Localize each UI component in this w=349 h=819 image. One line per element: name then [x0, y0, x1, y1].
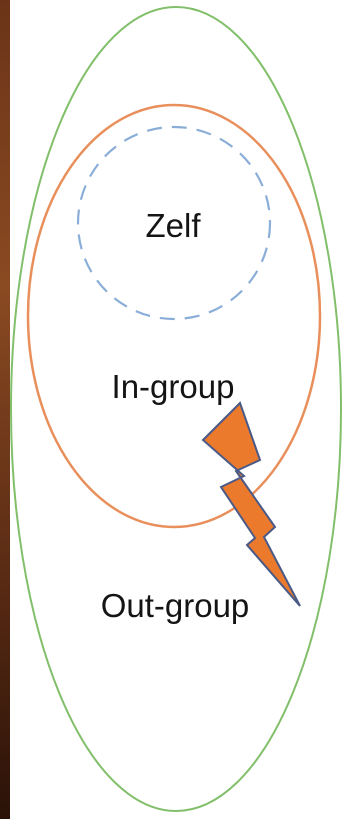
in-group-ellipse — [26, 103, 322, 529]
out-group-ellipse — [10, 6, 342, 812]
out-group-label: Out-group — [100, 587, 250, 624]
side-band-decoration — [0, 0, 10, 819]
lightning-bolt-icon — [201, 401, 301, 607]
in-group-label: In-group — [111, 368, 235, 405]
self-circle — [76, 125, 272, 321]
self-label: Zelf — [145, 207, 201, 244]
